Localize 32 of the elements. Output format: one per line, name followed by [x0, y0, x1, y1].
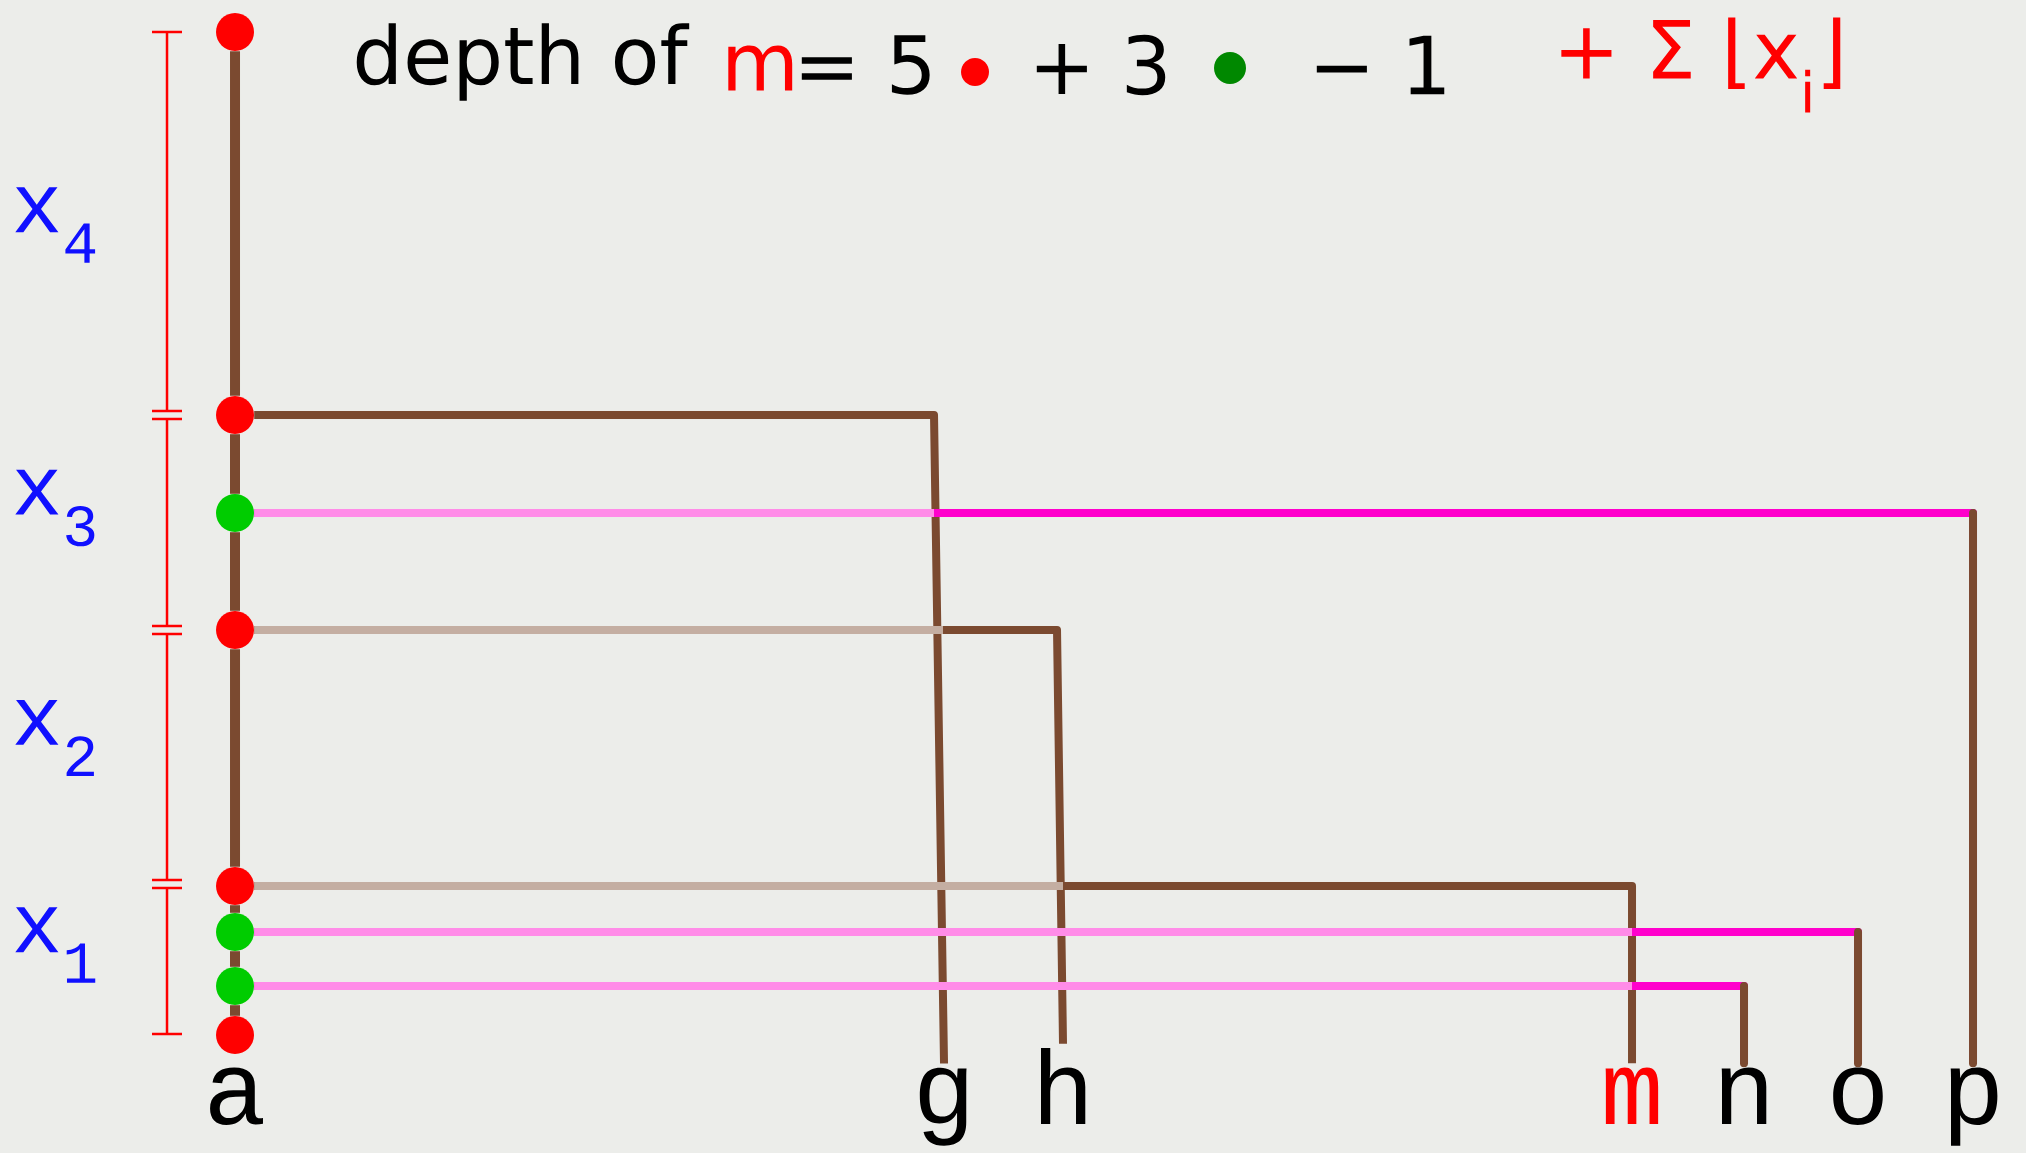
tree-line — [230, 434, 240, 494]
leaf-label: n — [1721, 1067, 1767, 1124]
dot — [216, 13, 254, 51]
tree-line — [230, 951, 240, 967]
tree-line — [230, 532, 240, 611]
dot — [216, 611, 254, 649]
dimension-label: x$_{2}$ — [15, 699, 94, 777]
tree-line — [230, 905, 240, 913]
leaf-label: a — [210, 1067, 263, 1125]
tree-line — [230, 1005, 240, 1016]
dimension-label: x$_{1}$ — [15, 907, 96, 983]
dot — [216, 1016, 254, 1054]
formula-text: + Σ ⌊x$_{i}$⌋ — [1561, 17, 1841, 113]
formula-text: − 1 — [1316, 35, 1445, 95]
tree-line — [230, 51, 240, 396]
formula-text: = 5 — [801, 35, 930, 95]
leaf-label: m — [1605, 1067, 1659, 1124]
dot — [216, 396, 254, 434]
dot — [216, 913, 254, 951]
dot — [216, 967, 254, 1005]
leaf-label: g — [919, 1067, 967, 1146]
tree-line — [230, 649, 240, 867]
leaf-label: h — [1041, 1047, 1086, 1124]
dimension-label: x$_{3}$ — [15, 469, 95, 547]
leaf-label: p — [1950, 1067, 1998, 1146]
dimension-label: x$_{4}$ — [15, 187, 96, 263]
dot — [216, 494, 254, 532]
formula-text: + 3 — [1036, 34, 1166, 96]
leaf-label: o — [1833, 1067, 1883, 1125]
formula-text: depth of — [356, 23, 690, 101]
dot — [216, 867, 254, 905]
formula-text: m — [728, 45, 793, 91]
